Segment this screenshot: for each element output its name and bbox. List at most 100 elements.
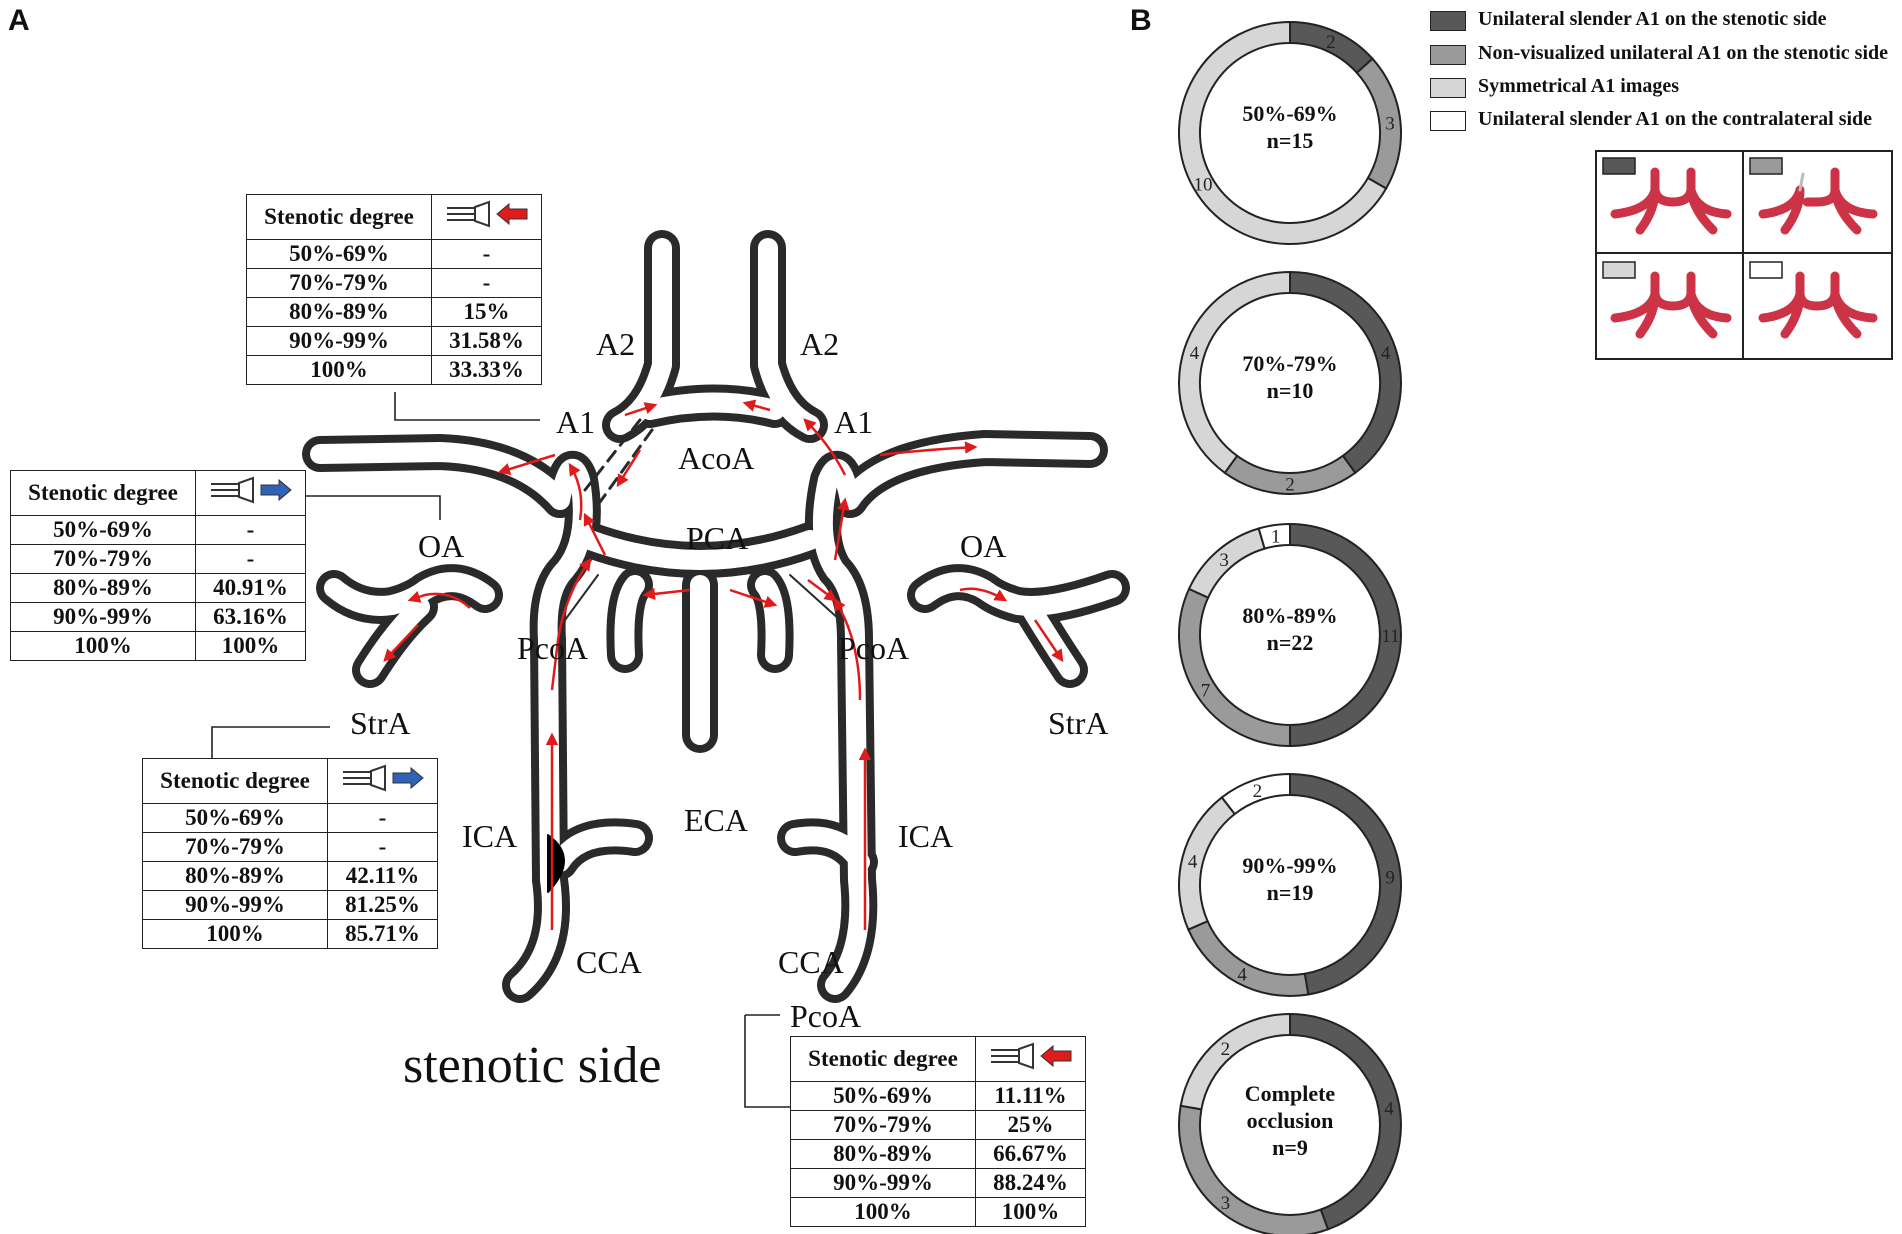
label-pcoa-right: PcoA — [838, 630, 910, 666]
table-cell: - — [195, 544, 306, 574]
table-cell: 100% — [975, 1197, 1086, 1227]
donut-title-line: 80%-89% — [1242, 603, 1338, 628]
table-cell: 42.11% — [327, 861, 438, 891]
donut-title: 90%-99% n=19 — [1225, 852, 1355, 906]
table-cell: 50%-69% — [142, 803, 328, 833]
a1-vessel-icon-grid — [1595, 150, 1893, 360]
table-cell: 40.91% — [195, 573, 306, 603]
donut-title-line: 70%-79% — [1242, 351, 1338, 376]
donut-title-line: n=22 — [1266, 630, 1314, 655]
table-cell: 66.67% — [975, 1139, 1086, 1169]
label-oa-right: OA — [960, 528, 1007, 564]
vessel-icon — [1758, 271, 1878, 339]
donut-segment — [1178, 270, 1291, 475]
table-cell: - — [431, 239, 542, 269]
table-oa: Stenotic degree 50%-69%- 70%-79%- 80%-89… — [10, 470, 306, 661]
table-cell: 63.16% — [195, 602, 306, 632]
vessel-icon — [1610, 271, 1732, 339]
donut-title-line: n=10 — [1266, 378, 1314, 403]
table-cell: 81.25% — [327, 890, 438, 920]
table-cell: 90%-99% — [246, 326, 432, 356]
donut-segment-label: 2 — [1253, 781, 1263, 802]
table-cell: 15% — [431, 297, 542, 327]
donut-segment — [1178, 20, 1388, 245]
table-stra: Stenotic degree 50%-69%- 70%-79%- 80%-89… — [142, 758, 438, 949]
probe-blue-right-icon — [195, 470, 306, 516]
label-cca-right: CCA — [778, 944, 844, 980]
stenotic-side-caption: stenotic side — [403, 1037, 662, 1094]
donut-title: 70%-79% n=10 — [1225, 350, 1355, 404]
donut-segment — [1187, 919, 1310, 997]
label-cca-left: CCA — [576, 944, 642, 980]
legend-label: Unilateral slender A1 on the stenotic si… — [1478, 8, 1827, 30]
legend-label: Non-visualized unilateral A1 on the sten… — [1478, 42, 1889, 64]
leader-lines — [211, 392, 795, 1108]
donut-segment-label: 10 — [1193, 174, 1212, 195]
table-cell: 25% — [975, 1110, 1086, 1140]
legend-label: Unilateral slender A1 on the contralater… — [1478, 108, 1873, 130]
probe-red-left-icon — [431, 194, 542, 240]
donut-segment — [1257, 522, 1291, 550]
label-eca: ECA — [684, 802, 748, 838]
table-cell: 90%-99% — [790, 1168, 976, 1198]
label-ica-right: ICA — [898, 818, 954, 854]
label-stra-right: StrA — [1048, 705, 1109, 741]
label-pca: PCA — [686, 520, 749, 556]
panel-a-letter: A — [8, 4, 30, 37]
table-cell: 80%-89% — [10, 573, 196, 603]
circle-of-willis-diagram — [211, 230, 1130, 1108]
table-header: Stenotic degree — [246, 194, 432, 240]
donut-segment-label: 3 — [1385, 113, 1395, 134]
table-header: Stenotic degree — [790, 1036, 976, 1082]
donut-segment-label: 4 — [1237, 964, 1247, 985]
legend-swatch — [1430, 45, 1466, 65]
table-cell: 50%-69% — [246, 239, 432, 269]
table-cell: 11.11% — [975, 1081, 1086, 1111]
probe-blue-right-icon — [327, 758, 438, 804]
table-cell: 100% — [246, 355, 432, 385]
label-a1-right: A1 — [834, 404, 874, 440]
label-pcoa-table: PcoA — [790, 998, 862, 1034]
donut-segment-label: 2 — [1221, 1039, 1231, 1060]
panel-b-letter: B — [1130, 4, 1152, 37]
table-cell: 50%-69% — [790, 1081, 976, 1111]
table-cell: 90%-99% — [142, 890, 328, 920]
donut-segment-label: 4 — [1381, 343, 1391, 364]
donut-title-line: n=15 — [1266, 128, 1314, 153]
label-oa-left: OA — [418, 528, 465, 564]
table-cell: 70%-79% — [10, 544, 196, 574]
table-cell: 80%-89% — [790, 1139, 976, 1169]
donut-title-line: Complete — [1244, 1081, 1336, 1106]
table-cell: 100% — [10, 631, 196, 661]
table-cell: 80%-89% — [246, 297, 432, 327]
donut-segment-label: 2 — [1326, 32, 1336, 53]
label-a2-left: A2 — [596, 326, 636, 362]
donut-title-line: 50%-69% — [1242, 101, 1338, 126]
donut-segment-label: 3 — [1221, 1193, 1231, 1214]
table-cell: 90%-99% — [10, 602, 196, 632]
legend-swatch — [1430, 11, 1466, 31]
table-cell: 100% — [790, 1197, 976, 1227]
donut-title-line: 90%-99% — [1242, 853, 1338, 878]
donut-segment-label: 4 — [1188, 851, 1198, 872]
donut-segment-label: 3 — [1219, 550, 1229, 571]
legend-swatch — [1430, 111, 1466, 131]
table-cell: 50%-69% — [10, 515, 196, 545]
table-header: Stenotic degree — [10, 470, 196, 516]
table-cell: 100% — [195, 631, 306, 661]
flow-arrows — [383, 399, 1064, 930]
table-cell: 70%-79% — [790, 1110, 976, 1140]
label-a2-right: A2 — [800, 326, 840, 362]
table-cell: 85.71% — [327, 919, 438, 949]
donut-segment-label: 4 — [1190, 343, 1200, 364]
table-cell: - — [195, 515, 306, 545]
donut-segment — [1220, 772, 1291, 816]
donut-segment — [1179, 1012, 1291, 1111]
donut-segment-label: 7 — [1201, 680, 1211, 701]
donut-title-line: n=19 — [1266, 880, 1314, 905]
donut-segment-label: 1 — [1271, 527, 1281, 548]
donut-segment-label: 11 — [1381, 626, 1399, 647]
donut-title-line: occlusion — [1246, 1108, 1334, 1133]
donut-title: 50%-69% n=15 — [1225, 100, 1355, 154]
